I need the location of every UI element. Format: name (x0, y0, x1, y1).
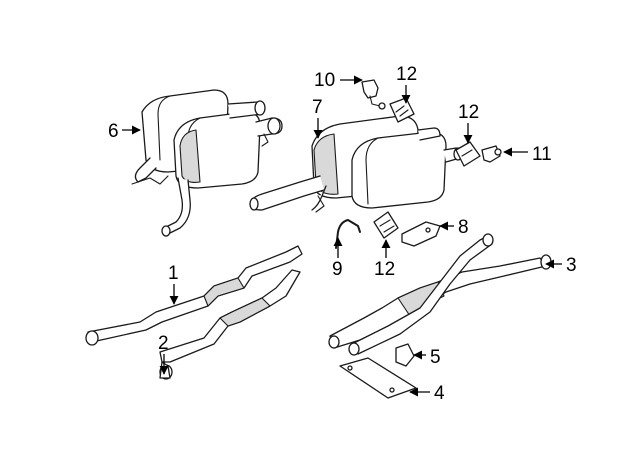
rear-muffler-center-assembly (249, 115, 463, 213)
callout-3: 3 (545, 255, 577, 276)
svg-text:4: 4 (434, 383, 445, 404)
svg-text:12: 12 (396, 64, 417, 85)
front-pipe-assembly (85, 245, 303, 380)
callout-2: 2 (158, 333, 169, 375)
callout-1: 1 (168, 263, 179, 305)
intermediate-pipe-assembly (328, 233, 552, 356)
callout-11: 11 (503, 144, 552, 165)
callout-12-top: 12 (396, 64, 417, 104)
hanger-bracket-right (481, 145, 502, 163)
rubber-mount-top (389, 97, 415, 123)
svg-text:5: 5 (430, 347, 441, 368)
svg-text:12: 12 (458, 102, 479, 123)
svg-text:12: 12 (374, 259, 395, 280)
svg-text:7: 7 (312, 97, 323, 118)
svg-text:1: 1 (168, 263, 179, 284)
callout-8: 8 (439, 217, 469, 238)
hanger-bracket (361, 79, 386, 110)
svg-text:6: 6 (108, 121, 119, 142)
svg-text:10: 10 (314, 70, 335, 91)
callout-12-right: 12 (458, 102, 479, 144)
callout-6: 6 (108, 121, 141, 142)
callout-5: 5 (413, 347, 441, 368)
callout-12-bottom: 12 (374, 239, 395, 280)
rear-muffler-left-assembly (131, 89, 283, 237)
svg-text:11: 11 (532, 144, 552, 165)
clamp (395, 343, 415, 367)
callout-10: 10 (314, 70, 363, 91)
hanger-rod (335, 219, 361, 249)
callout-4: 4 (409, 383, 445, 404)
svg-text:3: 3 (566, 255, 577, 276)
rubber-mount-bottom (373, 211, 399, 239)
callout-7: 7 (312, 97, 323, 139)
support-bracket (401, 221, 441, 247)
rubber-mount-right (455, 141, 481, 167)
svg-text:2: 2 (158, 333, 169, 354)
svg-text:8: 8 (458, 217, 469, 238)
callout-9: 9 (332, 237, 343, 280)
svg-text:9: 9 (332, 259, 343, 280)
